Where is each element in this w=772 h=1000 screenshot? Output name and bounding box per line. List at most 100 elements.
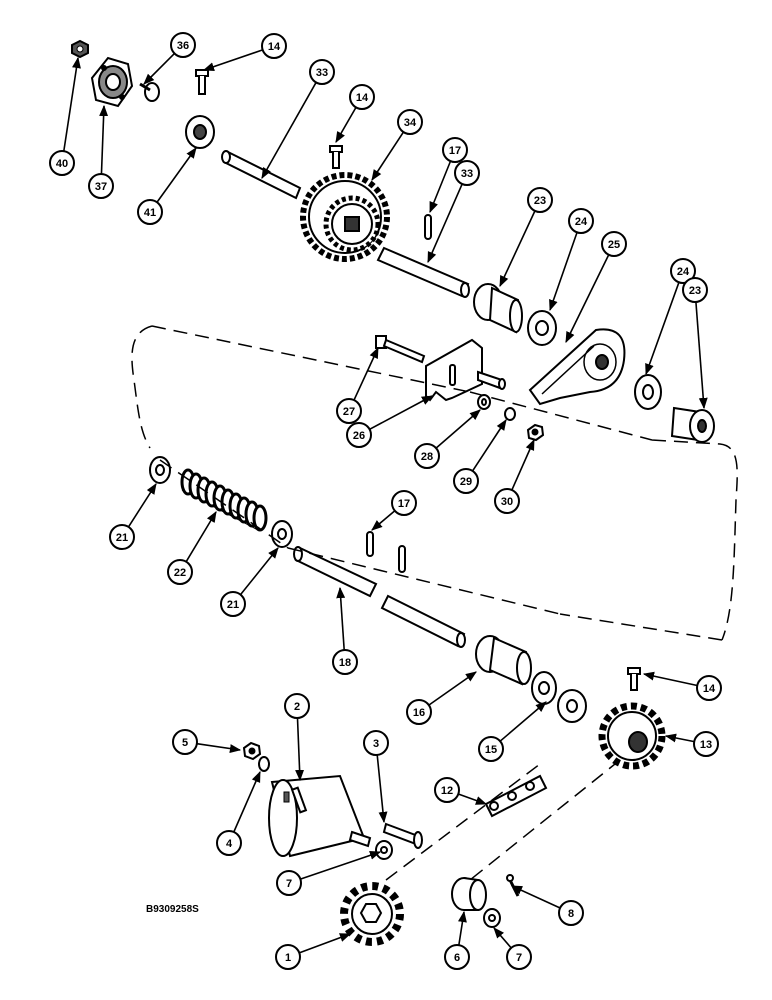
- lock-washer-part: [504, 407, 516, 421]
- callout-bolt: 14: [335, 84, 375, 143]
- callout-circle: [49, 150, 75, 176]
- callout-lock-washer: 29: [453, 419, 507, 494]
- callout-circle: [568, 208, 594, 234]
- callout-nut: 5: [172, 729, 242, 755]
- callout-chain: 12: [434, 777, 488, 805]
- washer-part: [271, 520, 293, 548]
- callout-number: 7: [286, 878, 292, 890]
- leader-arrow: [371, 510, 396, 531]
- callout-circle: [414, 443, 440, 469]
- leader-arrow: [239, 547, 279, 596]
- callout-number: 14: [356, 92, 369, 104]
- callout-circle: [88, 173, 114, 199]
- washer-part: [527, 310, 557, 346]
- callout-number: 18: [339, 657, 351, 669]
- callout-circle: [442, 137, 468, 163]
- callout-number: 36: [177, 40, 189, 52]
- leader-arrow: [233, 770, 261, 833]
- callout-number: 27: [343, 406, 355, 418]
- leader-arrow: [471, 419, 507, 472]
- shaft-part: [293, 546, 466, 648]
- washer-part: [477, 394, 491, 410]
- chain-reference-line: [469, 759, 621, 881]
- leader-arrow: [335, 106, 357, 143]
- callout-circle: [170, 32, 196, 58]
- callout-circle: [172, 729, 198, 755]
- leader-arrow: [645, 282, 680, 376]
- callout-circle: [346, 422, 372, 448]
- callout-number: 30: [501, 496, 513, 508]
- chain-reference-line: [385, 763, 541, 881]
- callout-washer: 21: [109, 483, 157, 550]
- hub-part: [475, 635, 532, 686]
- callout-bolt: 14: [202, 33, 287, 71]
- callout-number: 28: [421, 451, 433, 463]
- callout-circle: [682, 277, 708, 303]
- callout-circle: [167, 559, 193, 585]
- leader-arrow: [202, 49, 263, 71]
- callout-number: 17: [398, 498, 410, 510]
- callout-number: 14: [268, 41, 281, 53]
- callout-sprocket: 13: [664, 731, 719, 757]
- leader-arrow: [376, 754, 388, 824]
- callout-number: 7: [516, 952, 522, 964]
- callout-circle: [397, 109, 423, 135]
- leader-arrow: [369, 395, 433, 431]
- leader-arrow: [499, 210, 536, 288]
- callout-circle: [444, 944, 470, 970]
- callout-hub: 23: [499, 187, 553, 288]
- callout-hub: 16: [406, 671, 477, 725]
- washers-part: [531, 671, 587, 723]
- callout-sprocket: 1: [275, 933, 352, 970]
- lock-washer-part: [258, 756, 270, 772]
- callout-flange-bearing: 37: [88, 104, 114, 199]
- bolt-part: [195, 69, 209, 95]
- nut-part: [526, 423, 545, 442]
- callout-shaft: 33: [427, 160, 480, 264]
- callout-bracket: 26: [346, 395, 433, 448]
- callout-number: 17: [449, 145, 461, 157]
- callout-washer: 28: [414, 409, 481, 469]
- flange-bearing-part: [90, 56, 134, 108]
- callout-circle: [693, 731, 719, 757]
- leader-arrow: [185, 511, 217, 563]
- bolt-part: [627, 667, 641, 691]
- washer-part: [375, 840, 393, 860]
- callout-number: 40: [56, 158, 68, 170]
- callout-nut: 40: [49, 56, 81, 176]
- callout-number: 33: [316, 67, 328, 79]
- callout-number: 22: [174, 567, 186, 579]
- sprocket-part: [598, 702, 666, 770]
- leader-arrow: [458, 910, 467, 946]
- leader-arrow: [261, 82, 317, 179]
- callout-shaft: 33: [261, 59, 335, 179]
- washer-part: [483, 908, 501, 928]
- callout-number: 26: [353, 430, 365, 442]
- leader-arrow: [127, 483, 157, 528]
- callout-number: 12: [441, 785, 453, 797]
- callout-circle: [363, 730, 389, 756]
- callout-number: 21: [227, 599, 239, 611]
- callout-circle: [216, 830, 242, 856]
- leader-arrow: [642, 671, 698, 687]
- callout-circle: [309, 59, 335, 85]
- callout-circle: [349, 84, 375, 110]
- leader-arrow: [510, 885, 561, 909]
- callout-circle: [137, 199, 163, 225]
- callout-washer: 7: [276, 851, 382, 896]
- leader-arrow: [427, 183, 463, 264]
- leader-arrow: [300, 851, 382, 880]
- callout-circle: [454, 160, 480, 186]
- chain-tensioner-arm-part: [528, 328, 626, 406]
- callout-circle: [434, 777, 460, 803]
- callout-number: 37: [95, 181, 107, 193]
- callout-circle: [275, 944, 301, 970]
- callout-number: 5: [182, 737, 188, 749]
- callout-number: 21: [116, 532, 128, 544]
- leader-arrow: [435, 409, 481, 449]
- callout-washer: 7: [493, 927, 532, 970]
- callout-circle: [696, 675, 722, 701]
- callout-circle: [527, 187, 553, 213]
- carriage-bolt-part: [139, 82, 160, 102]
- hub-part: [670, 406, 715, 443]
